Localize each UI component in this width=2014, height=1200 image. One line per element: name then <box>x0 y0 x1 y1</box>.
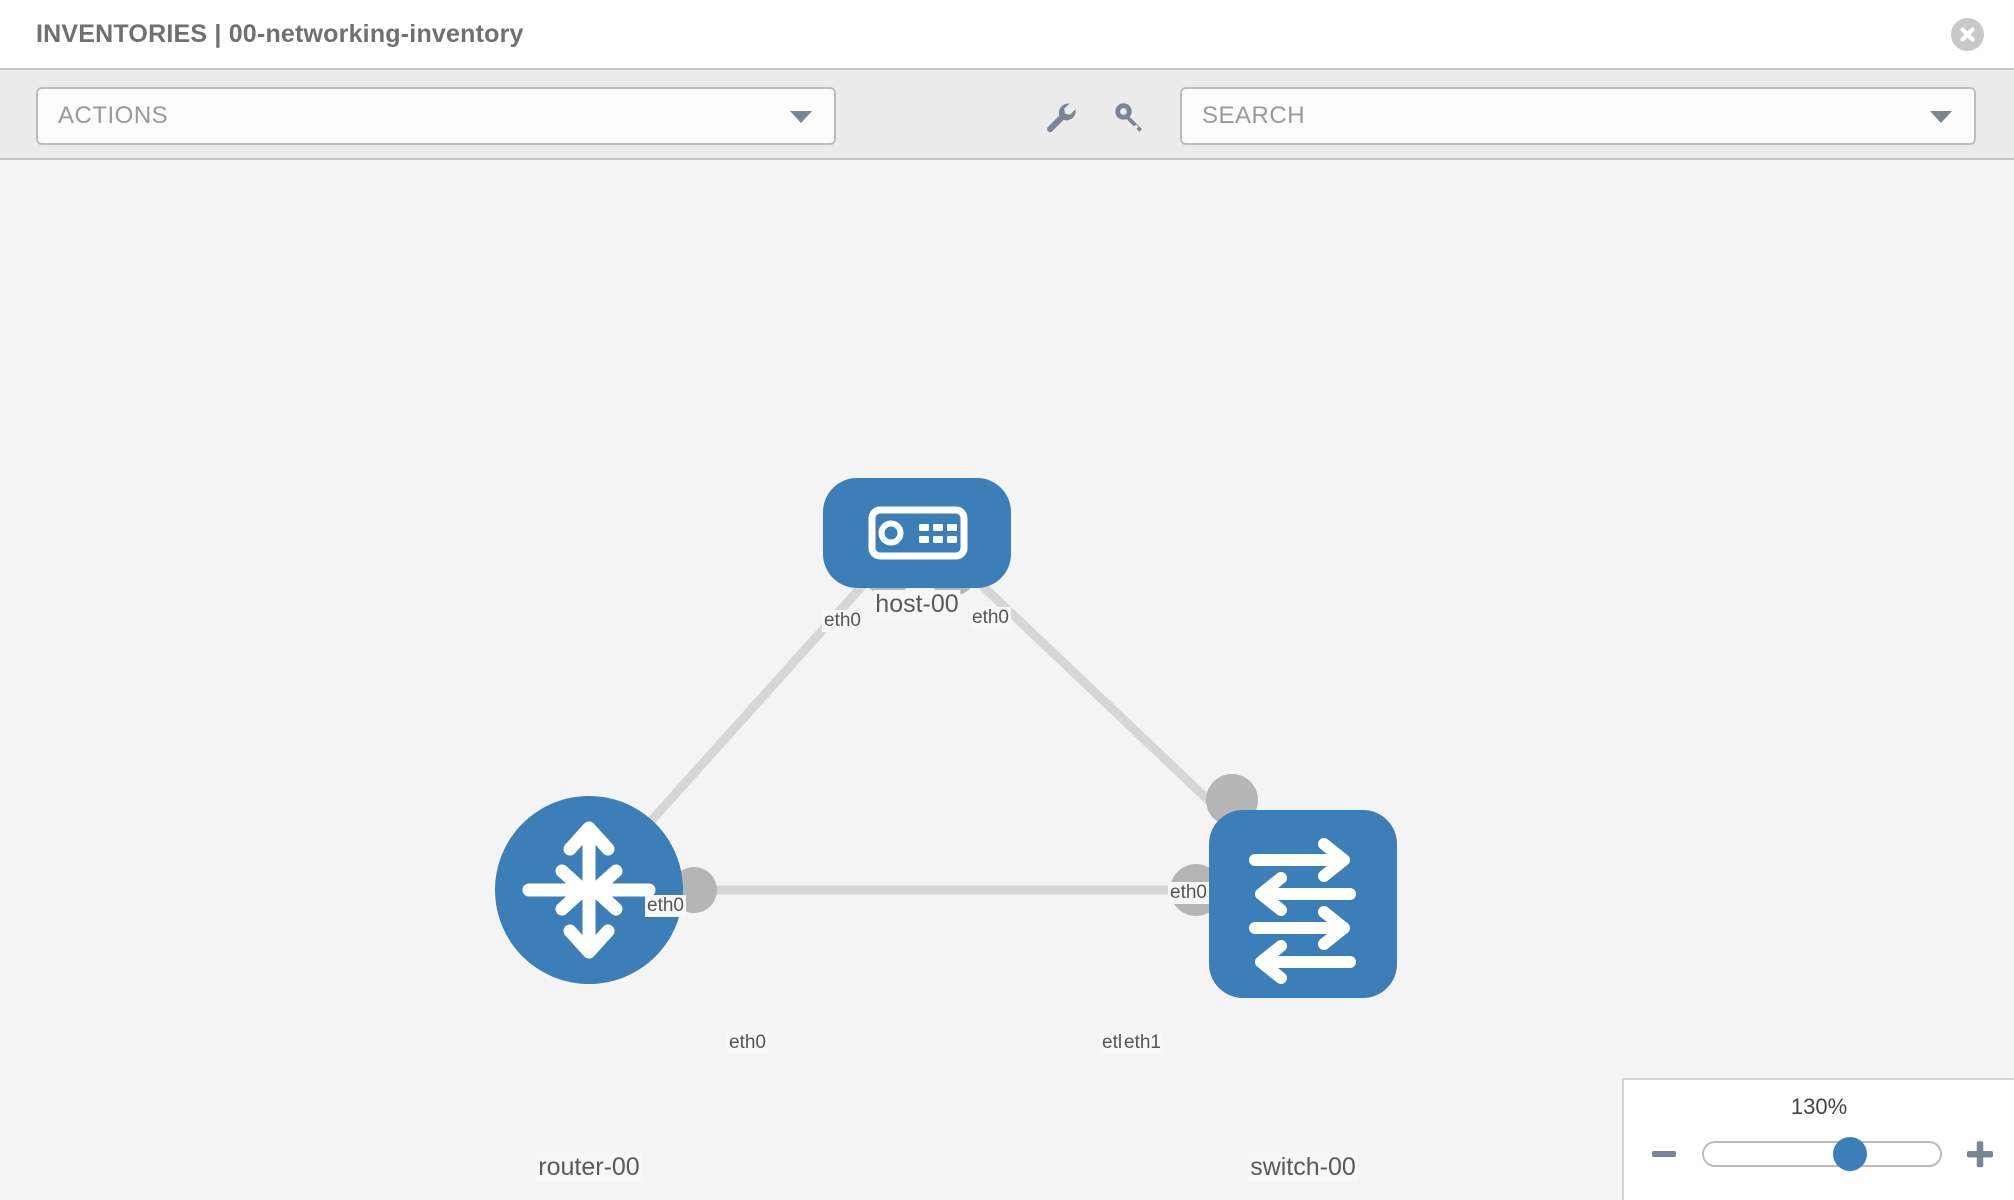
iface-label-host-eth0-right: eth0 <box>970 607 1011 629</box>
iface-label-switch-eth-truncated: etl <box>1100 1032 1125 1054</box>
toolbar: ACTIONS SEARCH <box>0 68 2014 160</box>
actions-dropdown-label: ACTIONS <box>58 102 169 129</box>
server-icon <box>868 506 968 560</box>
topology-graph <box>495 478 1397 998</box>
iface-label-switch-eth0-up: eth0 <box>1168 882 1209 904</box>
zoom-percent-label: 130% <box>1790 1094 1848 1119</box>
node-host-00[interactable] <box>823 478 1011 588</box>
iface-label-switch-eth1: eth1 <box>1122 1032 1163 1054</box>
minus-icon[interactable] <box>1644 1134 1684 1174</box>
iface-label-router-eth0-up: eth0 <box>645 895 686 917</box>
switch-arrows-icon <box>1249 838 1356 984</box>
page-header: INVENTORIES | 00-networking-inventory <box>0 0 2014 68</box>
chevron-down-icon <box>790 111 812 123</box>
node-router-00[interactable] <box>495 796 683 984</box>
zoom-slider-track[interactable] <box>1702 1137 1942 1171</box>
search-input[interactable]: SEARCH <box>1180 87 1976 145</box>
close-icon[interactable] <box>1951 18 1984 51</box>
interface-ports <box>671 544 1258 916</box>
node-switch-00[interactable] <box>1209 810 1397 998</box>
actions-dropdown[interactable]: ACTIONS <box>36 87 836 145</box>
zoom-slider-thumb[interactable] <box>1833 1137 1868 1171</box>
wrench-icon[interactable] <box>1040 96 1082 138</box>
page-title: INVENTORIES | 00-networking-inventory <box>36 19 524 48</box>
search-placeholder-label: SEARCH <box>1202 102 1306 129</box>
iface-label-host-eth0-left: eth0 <box>822 610 863 632</box>
zoom-slider-row <box>1624 1132 2014 1176</box>
node-label-switch-00: switch-00 <box>1248 1153 1358 1182</box>
node-label-host-00: host-00 <box>873 590 961 619</box>
zoom-control-panel: 130% <box>1622 1078 2014 1200</box>
plus-icon[interactable] <box>1960 1134 2000 1174</box>
key-icon[interactable] <box>1108 96 1150 138</box>
chevron-down-icon <box>1930 111 1952 123</box>
iface-label-router-eth0: eth0 <box>727 1032 768 1054</box>
node-label-router-00: router-00 <box>536 1153 642 1182</box>
router-arrows-icon <box>522 821 656 959</box>
topology-canvas[interactable]: host-00 router-00 switch-00 eth0 eth0 et… <box>0 160 2014 1200</box>
